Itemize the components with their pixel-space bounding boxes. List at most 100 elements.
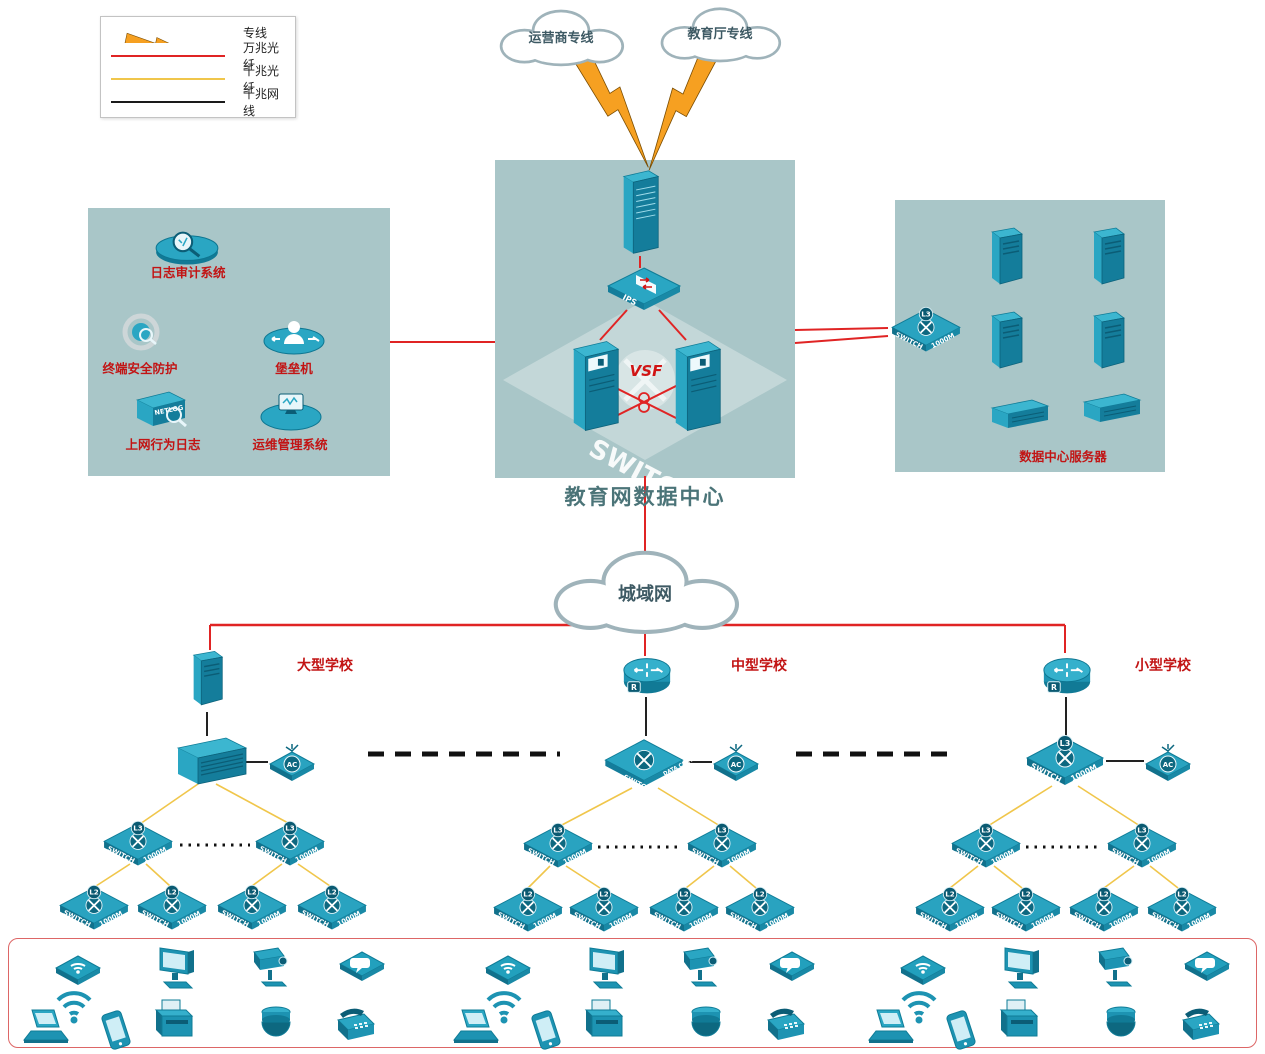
cloud-icon: [553, 550, 740, 634]
log-audit-icon: [155, 231, 219, 265]
cloud-label: 城域网: [618, 584, 672, 605]
l2-switch: L2 SWITCH 1000M: [988, 886, 1064, 936]
l2-switch: L2 SWITCH 1000M: [214, 884, 290, 934]
desktop-monitor-icon: [582, 944, 630, 992]
l2-switch: L2 SWITCH 1000M: [1066, 886, 1142, 936]
medium-school-label: 中型学校: [731, 658, 787, 674]
layer-badge-label: L2: [945, 890, 955, 899]
l3-switch: L3 SWITCH 1000M: [252, 820, 328, 870]
legend-label: 万兆光纤: [243, 40, 280, 72]
layer-badge-label: L2: [327, 888, 337, 897]
terminal-security-protection: [110, 310, 172, 356]
legend: 专线 万兆光纤 千兆光纤 千兆网线: [100, 16, 296, 118]
core-switch-right: [668, 336, 728, 436]
internet-gateway-firewall: [616, 168, 664, 258]
ptz-camera-icon: [678, 942, 726, 990]
l2-switch: L2 SWITCH 1000M: [294, 884, 370, 934]
telephone-icon: [1175, 1002, 1223, 1050]
terminal-devices-box: [8, 938, 1257, 1048]
server-icon: [186, 648, 228, 712]
layer-badge-label: L2: [247, 888, 257, 897]
ptz-camera-icon: [248, 942, 296, 990]
server-tower: [984, 310, 1028, 374]
layer-badge-label: L2: [167, 888, 177, 897]
core-switch-icon: [668, 336, 728, 436]
telephone-icon: [330, 1002, 378, 1050]
mobile-phone-icon: [937, 1006, 985, 1054]
datacenter-switch-icon: SWITCH DATA CENTER: [604, 739, 701, 794]
video-chat-icon: [338, 944, 386, 992]
server-tower: [1086, 226, 1130, 290]
layer-badge-label: L2: [89, 888, 99, 897]
layer-badge-label: L2: [1021, 890, 1031, 899]
layer-badge-label: L2: [755, 890, 765, 899]
netlog-system: NETLOG: [128, 386, 194, 432]
vsf-label: VSF: [629, 362, 663, 380]
l2-switch: L2 SWITCH 1000M: [646, 886, 722, 936]
layer-badge-label: L3: [921, 310, 931, 319]
legend-row-1g-fiber: 千兆光纤: [107, 64, 289, 95]
printer-icon: [995, 996, 1043, 1044]
l3-switch: L3 SWITCH 1000M: [100, 820, 176, 870]
server-icon: [1086, 310, 1130, 374]
legend-row-10g: 万兆光纤: [107, 41, 289, 72]
ops-management-icon: [260, 393, 322, 431]
ac-label: AC: [287, 761, 298, 769]
desktop-monitor-icon: [997, 944, 1045, 992]
l2-switch: L2 SWITCH 1000M: [566, 886, 642, 936]
dome-camera-icon: [1097, 998, 1145, 1046]
legend-row-1g-cable: 千兆网线: [107, 87, 289, 118]
layer-badge-label: L2: [679, 890, 689, 899]
firewall-icon: [616, 168, 664, 258]
cloud-label: 运营商专线: [528, 31, 594, 46]
carrier-cloud: 运营商专线: [485, 5, 637, 69]
ips-device: IPS: [606, 266, 682, 316]
server-tower: [1086, 310, 1130, 374]
layer-badge-label: L3: [1137, 826, 1147, 835]
layer-badge-label: L2: [523, 890, 533, 899]
dome-camera-icon: [682, 998, 730, 1046]
10g-line-icon: [111, 54, 225, 57]
server-panel-label: 数据中心服务器: [1019, 449, 1107, 464]
l3-switch: L3 SWITCH 1000M: [948, 822, 1024, 872]
l3-switch: L3 SWITCH 1000M: [1104, 822, 1180, 872]
l2-switch: L2 SWITCH 1000M: [912, 886, 988, 936]
layer-badge-label: L3: [717, 826, 727, 835]
l2-switch: L2 SWITCH 1000M: [56, 884, 132, 934]
layer-badge-label: L3: [285, 824, 295, 833]
rack-server-icon: [988, 396, 1052, 432]
ops-management-system: [258, 388, 324, 432]
1g-cable-line-icon: [111, 100, 225, 103]
laptop-icon: [22, 1002, 70, 1050]
router: R: [1040, 652, 1094, 698]
ops-management-label: 运维管理系统: [252, 437, 328, 452]
layer-badge-label: L3: [1060, 739, 1071, 748]
rack-server: [988, 396, 1052, 432]
router-label: R: [631, 683, 637, 692]
ac-wireless-controller: AC: [712, 742, 760, 782]
log-audit-label: 日志审计系统: [150, 265, 226, 280]
desktop-monitor-icon: [152, 944, 200, 992]
server-icon: [1086, 226, 1130, 290]
printer-icon: [150, 996, 198, 1044]
large-school-label: 大型学校: [297, 658, 353, 674]
cloud-label: 教育厅专线: [687, 27, 753, 42]
printer-icon: [580, 996, 628, 1044]
core-switch-left: [566, 336, 626, 436]
router: R: [620, 652, 674, 698]
legend-row-dedicated: 专线: [107, 21, 289, 44]
laptop-icon: [452, 1002, 500, 1050]
mobile-phone-icon: [92, 1006, 140, 1054]
bastion-icon: [263, 321, 325, 355]
server-icon: [984, 310, 1028, 374]
core-switch-icon: [566, 336, 626, 436]
l2-switch: L2 SWITCH 1000M: [490, 886, 566, 936]
l3-switch: L3 SWITCH 1000M: [684, 822, 760, 872]
netlog-icon: NETLOG: [135, 391, 187, 428]
layer-badge-label: L2: [1177, 890, 1187, 899]
video-chat-icon: [768, 944, 816, 992]
education-cloud: 教育厅专线: [643, 3, 797, 65]
l2-switch: L2 SWITCH 1000M: [722, 886, 798, 936]
laptop-icon: [867, 1002, 915, 1050]
man-cloud: 城域网: [536, 544, 754, 638]
